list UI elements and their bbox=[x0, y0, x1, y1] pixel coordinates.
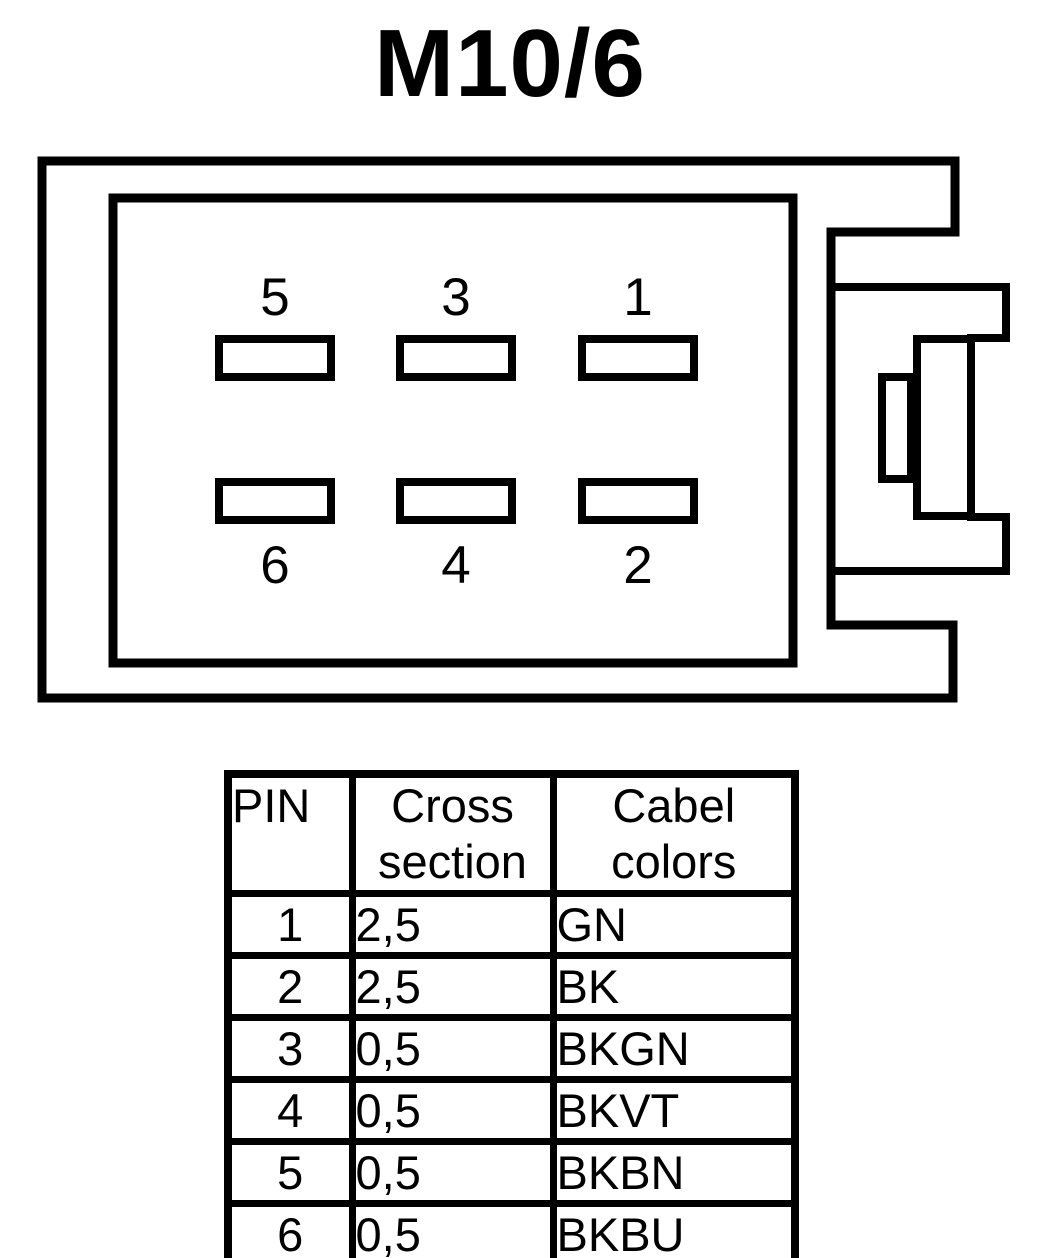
pin-label-5: 5 bbox=[260, 268, 289, 327]
cross-section-value: 2,5 bbox=[348, 890, 557, 959]
pin-cavity-outline bbox=[108, 193, 798, 668]
pin-number: 3 bbox=[224, 1014, 356, 1083]
pin-number: 1 bbox=[224, 890, 356, 959]
pin-slot-1 bbox=[578, 335, 698, 381]
cross-section-value: 0,5 bbox=[348, 1076, 557, 1145]
pin-label-4: 4 bbox=[441, 536, 470, 595]
cross-section-value: 0,5 bbox=[348, 1200, 557, 1258]
latch-key bbox=[878, 373, 915, 483]
table-row-pin-4: 4 0,5 BKVT bbox=[224, 1076, 799, 1145]
pin-slot-2 bbox=[578, 478, 698, 524]
table-row-pin-1: 1 2,5 GN bbox=[224, 890, 799, 959]
table-row-pin-5: 5 0,5 BKBN bbox=[224, 1138, 799, 1207]
cable-color-value: BKGN bbox=[549, 1014, 799, 1083]
pin-slot-6 bbox=[215, 478, 335, 524]
col-header-cross-section: Cross section bbox=[348, 770, 557, 897]
header-row: PIN Cross section Cabel colors bbox=[224, 770, 799, 897]
cross-section-value: 0,5 bbox=[348, 1138, 557, 1207]
cable-color-value: BKBU bbox=[549, 1200, 799, 1258]
latch-tongue bbox=[913, 335, 975, 520]
pin-label-3: 3 bbox=[441, 268, 470, 327]
table-row-pin-3: 3 0,5 BKGN bbox=[224, 1014, 799, 1083]
connector-diagram: 5 3 1 6 4 2 bbox=[37, 156, 1010, 703]
pin-slot-5 bbox=[215, 335, 335, 381]
table-row-pin-6: 6 0,5 BKBU bbox=[224, 1200, 799, 1258]
pin-assignment-table-wrap: PIN Cross section Cabel colors 1 2,5 GN … bbox=[224, 770, 799, 1258]
pin-label-6: 6 bbox=[260, 536, 289, 595]
pin-assignment-table: PIN Cross section Cabel colors 1 2,5 GN … bbox=[224, 770, 799, 1258]
pin-number: 4 bbox=[224, 1076, 356, 1145]
pin-number: 5 bbox=[224, 1138, 356, 1207]
page-title: M10/6 bbox=[374, 10, 646, 117]
connector-body-outline bbox=[37, 156, 960, 703]
pin-number: 2 bbox=[224, 952, 356, 1021]
col-header-pin: PIN bbox=[224, 770, 356, 897]
cross-section-value: 2,5 bbox=[348, 952, 557, 1021]
cross-section-value: 0,5 bbox=[348, 1014, 557, 1083]
table-row-pin-2: 2 2,5 BK bbox=[224, 952, 799, 1021]
pin-slot-4 bbox=[396, 478, 516, 524]
pin-number: 6 bbox=[224, 1200, 356, 1258]
pin-label-1: 1 bbox=[623, 268, 652, 327]
pin-slot-3 bbox=[396, 335, 516, 381]
cable-color-value: BKBN bbox=[549, 1138, 799, 1207]
cable-color-value: BK bbox=[549, 952, 799, 1021]
col-header-cable-colors: Cabel colors bbox=[549, 770, 799, 897]
cable-color-value: BKVT bbox=[549, 1076, 799, 1145]
pin-label-2: 2 bbox=[623, 536, 652, 595]
cable-color-value: GN bbox=[549, 890, 799, 959]
